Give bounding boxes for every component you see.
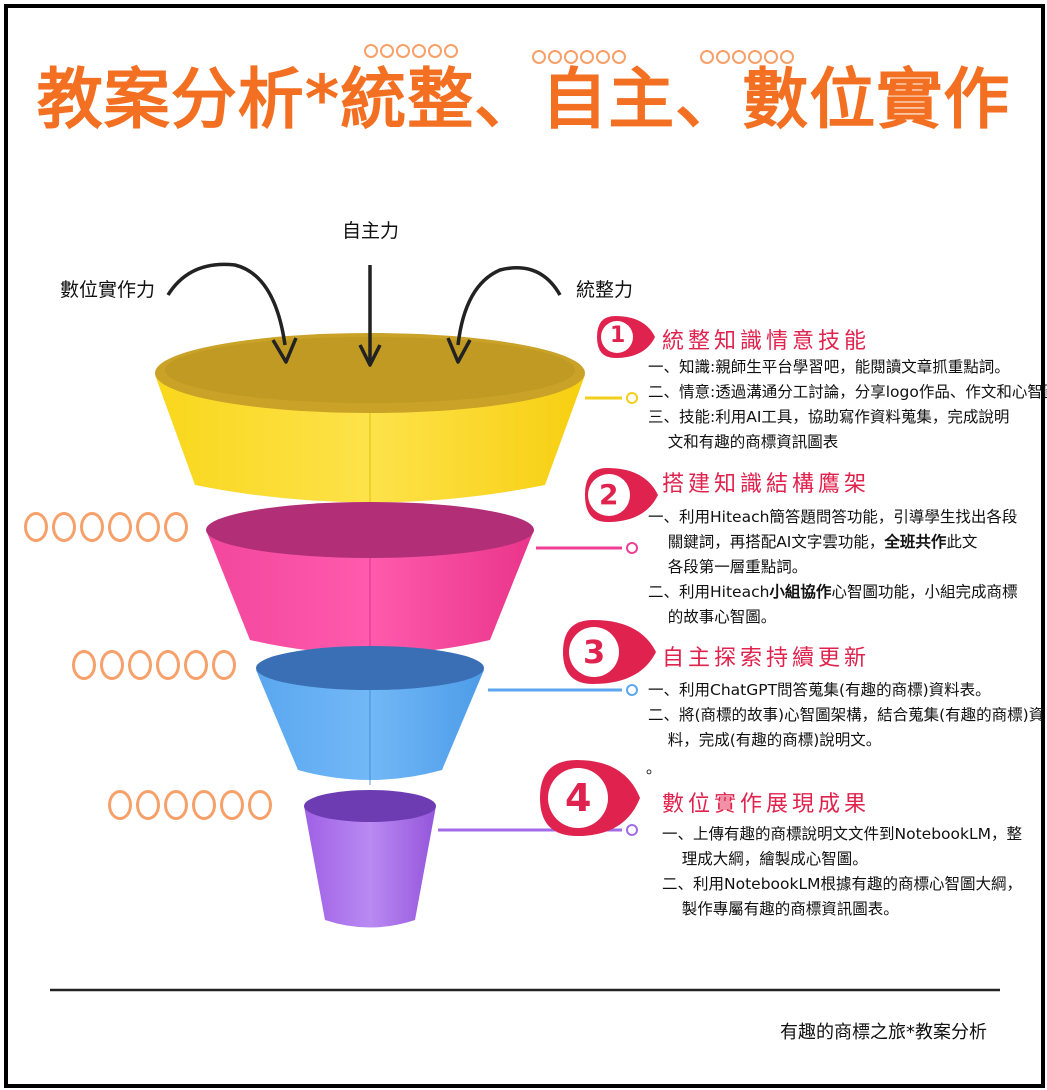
title-dots-3 xyxy=(700,50,794,64)
tier-3-dots xyxy=(72,650,236,680)
label-integration: 統整力 xyxy=(576,279,634,301)
funnel-tier-4 xyxy=(304,806,436,928)
label-autonomy: 自主力 xyxy=(342,220,400,242)
section-3-body: 一、利用ChatGPT問答蒐集(有趣的商標)資料表。 二、將(商標的故事)心智圖… xyxy=(648,681,1045,749)
tier-2-dots xyxy=(24,512,188,542)
funnel-tier-3 xyxy=(256,670,484,780)
marker-4 xyxy=(540,760,640,836)
marker-3 xyxy=(563,620,656,684)
marker-2 xyxy=(585,468,658,522)
section-2-heading: 搭建知識結構鷹架 xyxy=(662,472,871,497)
title-dots-2 xyxy=(532,50,626,64)
section-4-body: 一、上傳有趣的商標說明文文件到NotebookLM，整 理成大綱，繪製成心智圖。… xyxy=(662,825,1022,918)
section-2-body: 一、利用Hiteach簡答題問答功能，引導學生找出各段 關鍵詞，再搭配AI文字雲… xyxy=(648,508,1018,626)
marker-4-number: 4 xyxy=(565,776,592,820)
tier-4-dots xyxy=(108,790,272,820)
section-4-heading: 數位實作展現成果 xyxy=(662,792,871,817)
funnel-tier-2-top xyxy=(206,502,534,558)
funnel-tier-2 xyxy=(206,530,534,654)
title-dots-1 xyxy=(364,44,458,58)
section-1-body: 一、知識:親師生平台學習吧，能閱讀文章抓重點詞。 二、情意:透過溝通分工討論，分… xyxy=(648,358,1047,451)
label-digital: 數位實作力 xyxy=(60,279,156,301)
section-3-heading: 自主探索持續更新 xyxy=(662,646,871,671)
marker-1 xyxy=(597,316,655,358)
footer-caption: 有趣的商標之旅*教案分析 xyxy=(780,1022,987,1043)
section-1-heading: 統整知識情意技能 xyxy=(662,329,871,354)
arrow-left xyxy=(166,262,287,346)
marker-2-number: 2 xyxy=(599,478,619,511)
page-title: 教案分析*統整、自主、數位實作 xyxy=(36,61,1011,138)
funnel-tier-4-top xyxy=(304,790,436,822)
marker-3-number: 3 xyxy=(583,633,606,671)
section-3-stray-mark: 。 xyxy=(646,759,662,777)
arrow-right xyxy=(456,266,562,346)
marker-1-number: 1 xyxy=(610,323,626,348)
funnel-tier-3-top xyxy=(256,646,484,690)
